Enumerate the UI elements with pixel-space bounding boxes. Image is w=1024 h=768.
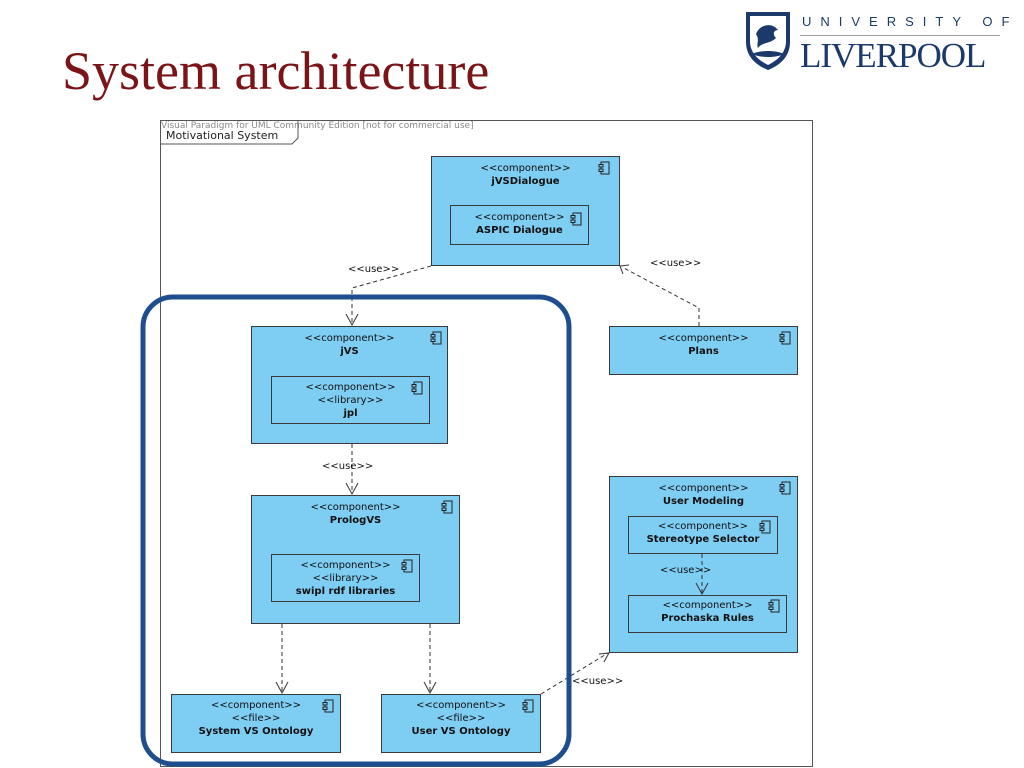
- component-icon: [322, 699, 334, 713]
- logo-divider: [800, 35, 1000, 36]
- use-dependency-jvsdialogue-jvs: [351, 265, 432, 324]
- stereotype-label: <<library>>: [317, 395, 384, 406]
- stereotype-label: <<component>>: [480, 163, 571, 174]
- component-name: Plans: [688, 346, 719, 357]
- component-plans[interactable]: <<component>> Plans: [609, 326, 798, 375]
- use-dependency-plans-jvsdialogue: [621, 266, 700, 326]
- component-icon: [779, 331, 791, 345]
- stereotype-label: <<component>>: [658, 483, 749, 494]
- logo-university-of: UNIVERSITY OF: [802, 14, 1019, 29]
- stereotype-label: <<component>>: [310, 502, 401, 513]
- component-icon: [401, 559, 413, 573]
- stereotype-label: <<component>>: [415, 700, 507, 711]
- arrowhead: [695, 582, 709, 596]
- stereotype-label: <<component>>: [662, 600, 753, 611]
- component-icon: [759, 520, 771, 534]
- component-name: Prochaska Rules: [661, 613, 754, 624]
- component-aspic-dialogue[interactable]: <<component>> ASPIC Dialogue: [450, 205, 589, 245]
- stereotype-label: <<component>>: [658, 333, 749, 344]
- stereotype-label: <<component>>: [300, 560, 391, 571]
- component-icon: [768, 599, 780, 613]
- university-logo: UNIVERSITY OF LIVERPOOL: [742, 8, 1009, 78]
- stereotype-label: <<file>>: [436, 713, 486, 724]
- component-icon: [779, 481, 791, 495]
- shield-icon: [746, 12, 790, 70]
- arrowhead: [345, 313, 359, 327]
- use-label: <<use>>: [660, 565, 712, 576]
- use-dependency-user-ontology-user-modeling: [540, 652, 609, 695]
- component-name: jVS: [340, 346, 359, 357]
- component-name: ASPIC Dialogue: [476, 225, 563, 236]
- component-icon: [522, 699, 534, 713]
- stereotype-label: <<component>>: [210, 700, 302, 711]
- component-name: Stereotype Selector: [646, 534, 760, 545]
- component-icon: [411, 381, 423, 395]
- component-icon: [441, 500, 453, 514]
- component-system-vs-ontology[interactable]: <<component>> <<file>> System VS Ontolog…: [171, 694, 341, 753]
- highlight-box: [140, 294, 572, 767]
- component-stereotype-selector[interactable]: <<component>> Stereotype Selector: [628, 516, 778, 554]
- frame-label: Motivational System: [166, 129, 279, 142]
- arrowhead: [598, 652, 610, 663]
- component-name: User Modeling: [662, 496, 745, 507]
- use-label: <<use>>: [572, 676, 624, 687]
- component-icon: [570, 212, 582, 226]
- use-label: <<use>>: [650, 258, 702, 269]
- stereotype-label: <<component>>: [657, 521, 749, 532]
- component-user-vs-ontology[interactable]: <<component>> <<file>> User VS Ontology: [381, 694, 541, 753]
- arrowhead: [423, 681, 437, 695]
- component-name: jVSDialogue: [491, 176, 560, 187]
- component-swipl-rdf-libraries[interactable]: <<component>> <<library>> swipl rdf libr…: [271, 554, 420, 602]
- stereotype-label: <<file>>: [231, 713, 281, 724]
- stereotype-label: <<library>>: [312, 573, 379, 584]
- use-label: <<use>>: [348, 264, 400, 275]
- arrowhead: [619, 264, 630, 275]
- stereotype-label: <<component>>: [474, 212, 565, 223]
- component-name: swipl rdf libraries: [295, 586, 396, 597]
- logo-liverpool: LIVERPOOL: [800, 36, 986, 75]
- use-label: <<use>>: [322, 461, 374, 472]
- arrowhead: [345, 482, 359, 496]
- component-name: PrologVS: [329, 515, 382, 526]
- arrowhead: [275, 681, 289, 695]
- component-name: jpl: [343, 408, 358, 419]
- stereotype-label: <<component>>: [305, 382, 396, 393]
- component-jpl[interactable]: <<component>> <<library>> jpl: [271, 376, 430, 424]
- component-name: User VS Ontology: [411, 726, 511, 737]
- component-prochaska-rules[interactable]: <<component>> Prochaska Rules: [628, 595, 787, 633]
- component-name: System VS Ontology: [198, 726, 314, 737]
- slide-title: System architecture: [62, 41, 490, 101]
- stereotype-label: <<component>>: [304, 333, 395, 344]
- watermark-text: Visual Paradigm for UML Community Editio…: [161, 121, 474, 131]
- component-icon: [598, 161, 610, 175]
- component-icon: [430, 331, 442, 345]
